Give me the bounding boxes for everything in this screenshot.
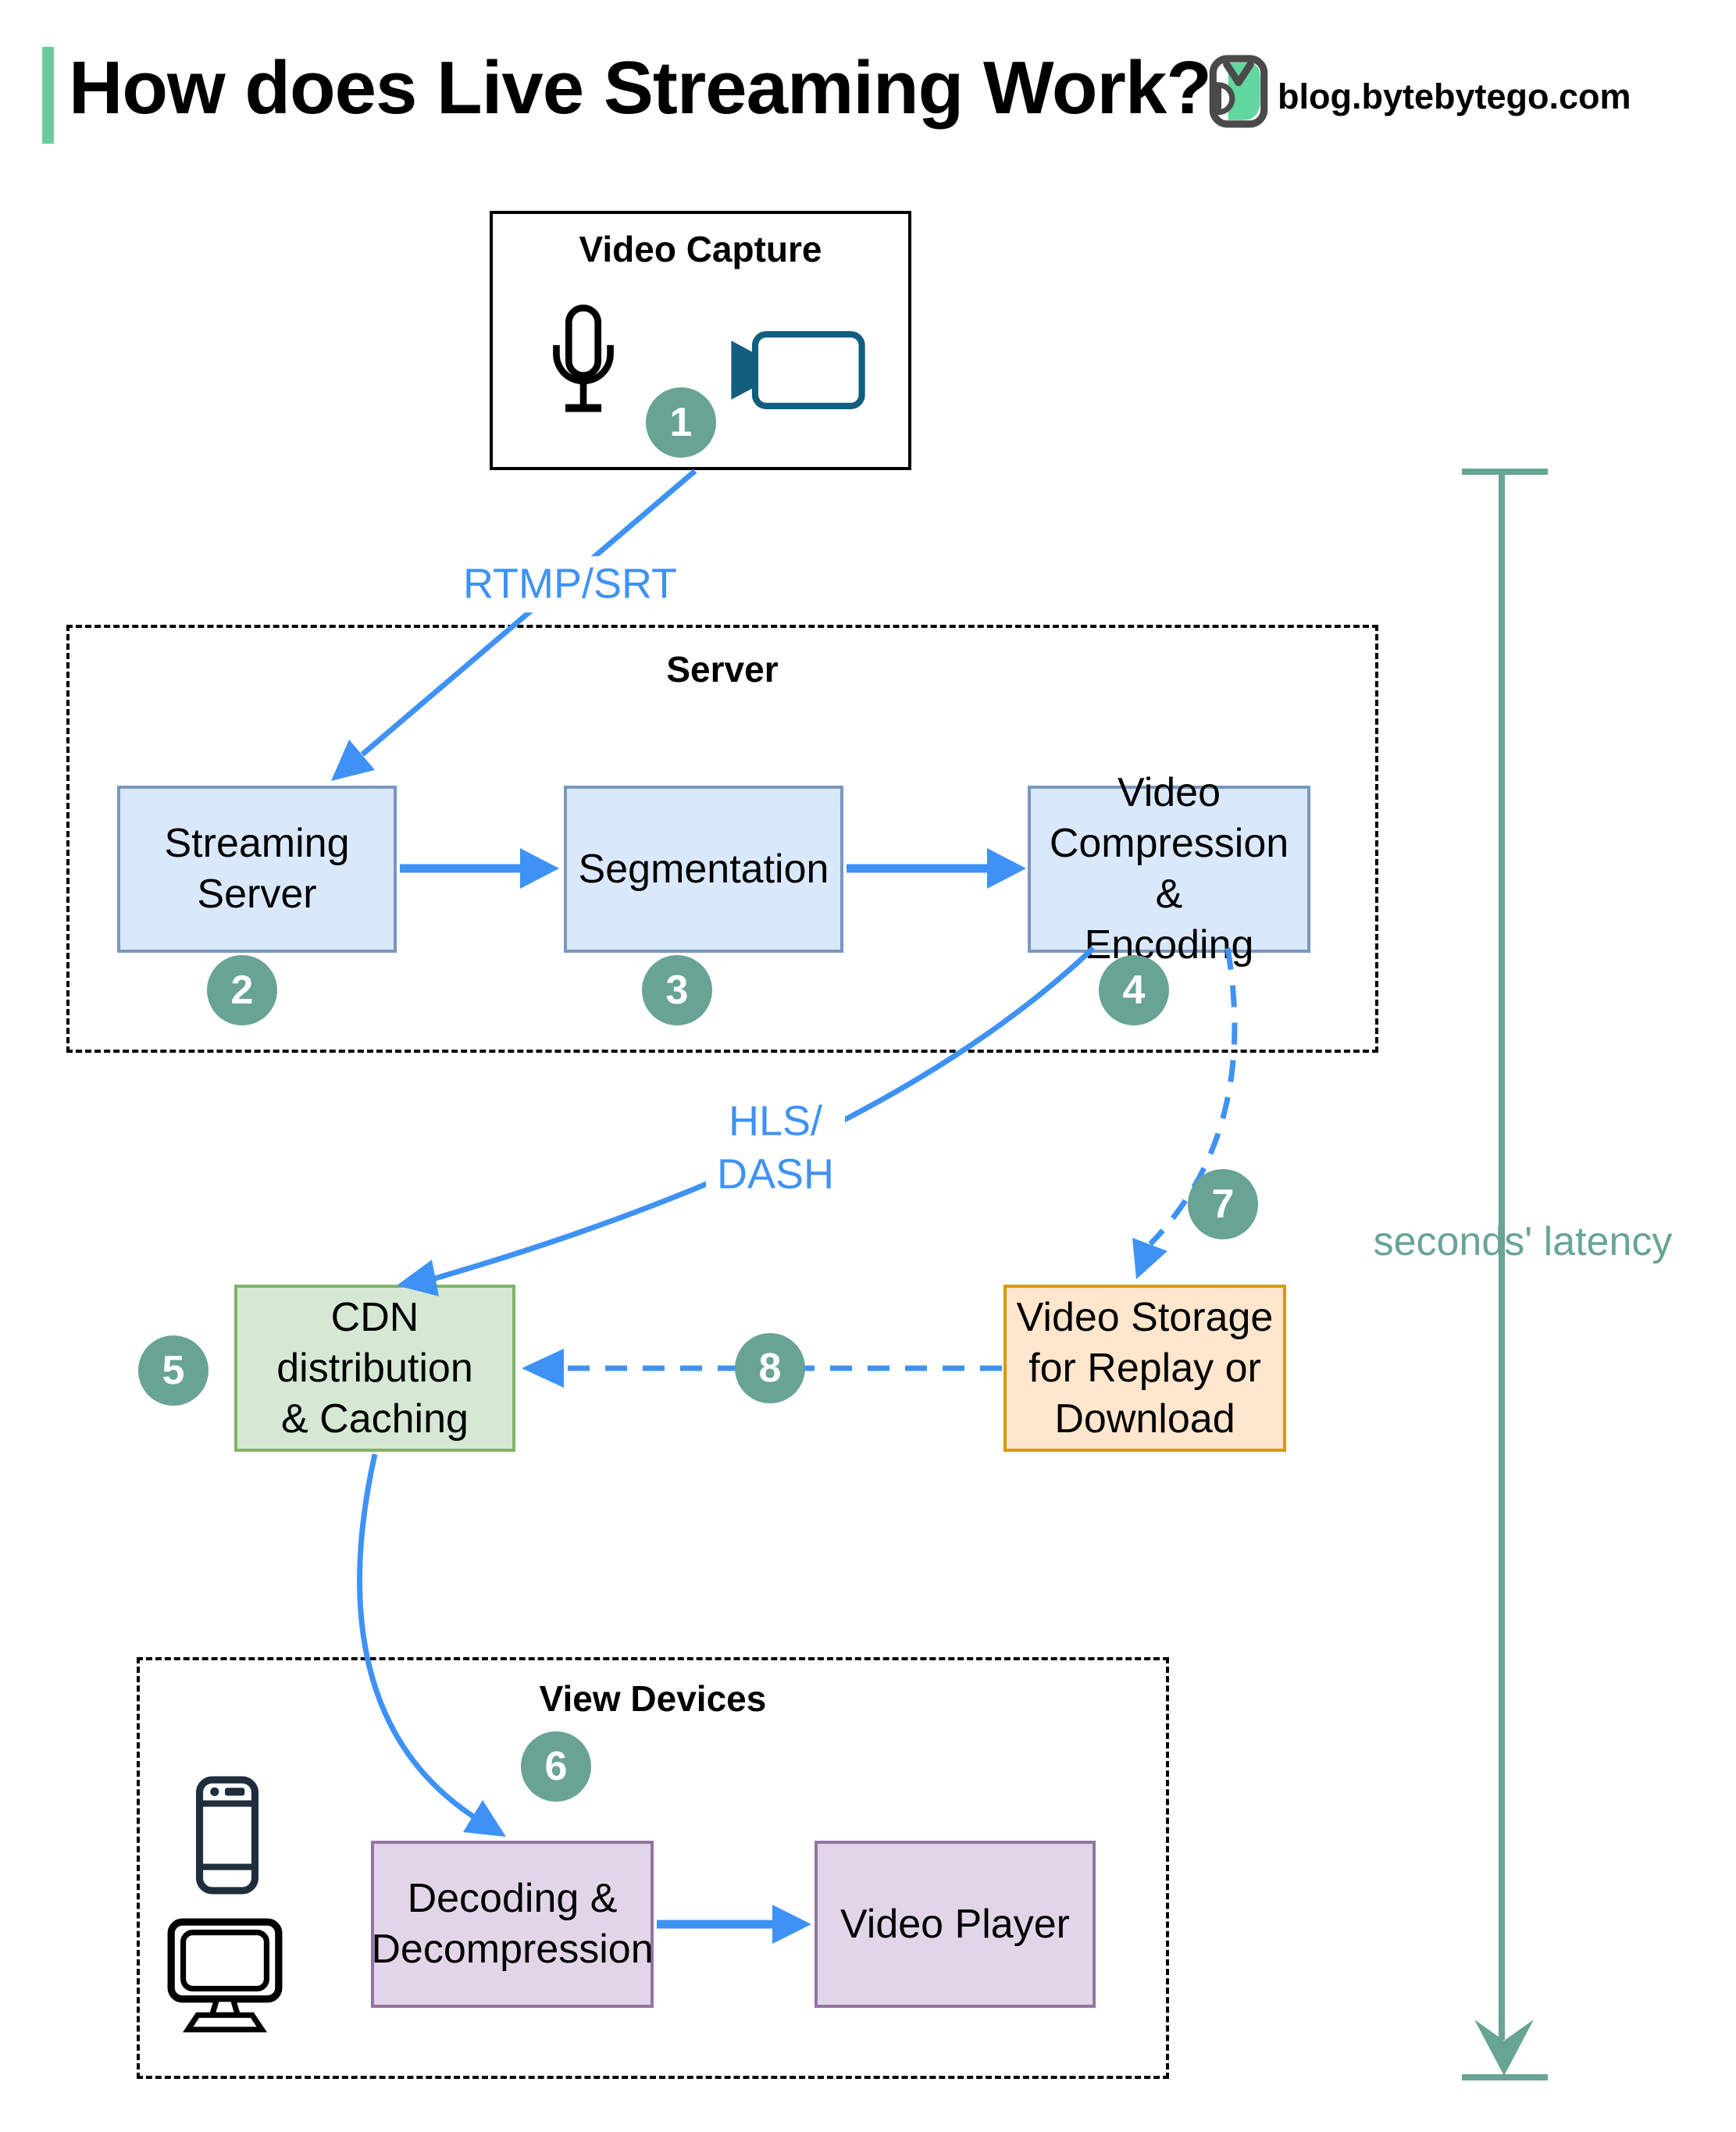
video-capture-title: Video Capture bbox=[579, 229, 822, 269]
view-devices-title: View Devices bbox=[539, 1678, 767, 1719]
video-compression-node: Video Compression & Encoding bbox=[1028, 770, 1310, 968]
view-devices-group: View Devices bbox=[137, 1657, 1169, 2079]
rtmp-srt-label: RTMP/SRT bbox=[451, 556, 689, 612]
title-accent-bar bbox=[42, 47, 54, 144]
decoding-node: Decoding & Decompression bbox=[371, 1841, 654, 2008]
step-badge-1: 1 bbox=[646, 387, 716, 458]
video-storage-node: Video Storage for Replay or Download bbox=[1003, 1285, 1286, 1452]
page-title: How does Live Streaming Work? bbox=[69, 46, 1212, 130]
step-badge-8: 8 bbox=[735, 1333, 805, 1403]
step-badge-2: 2 bbox=[207, 955, 277, 1025]
smartphone-icon bbox=[195, 1776, 259, 1895]
step-badge-4: 4 bbox=[1099, 955, 1169, 1025]
seconds-latency-label: seconds' latency bbox=[1373, 1219, 1673, 1264]
segmentation-node: Segmentation bbox=[564, 786, 843, 953]
monitor-icon bbox=[167, 1918, 283, 2035]
step-badge-3: 3 bbox=[642, 955, 712, 1025]
bytebytego-logo-icon bbox=[1209, 55, 1268, 128]
video-player-node: Video Player bbox=[815, 1841, 1096, 2008]
cdn-node: CDN distribution & Caching bbox=[234, 1285, 515, 1452]
step-badge-5: 5 bbox=[138, 1335, 209, 1406]
step-badge-6: 6 bbox=[521, 1731, 591, 1802]
latency-timeline bbox=[1462, 469, 1548, 2080]
video-camera-icon bbox=[726, 330, 867, 411]
site-url: blog.bytebytego.com bbox=[1278, 77, 1631, 116]
streaming-server-node: Streaming Server bbox=[117, 786, 397, 953]
hls-dash-label: HLS/ DASH bbox=[705, 1093, 846, 1203]
microphone-icon bbox=[548, 305, 618, 417]
server-title: Server bbox=[666, 649, 779, 690]
step-badge-7: 7 bbox=[1188, 1169, 1258, 1239]
